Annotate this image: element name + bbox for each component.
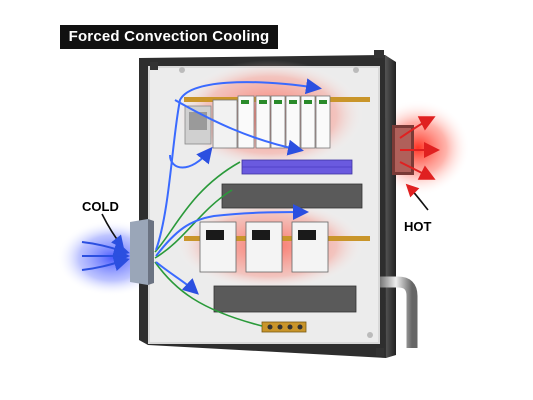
ground-bar xyxy=(261,321,307,333)
conduit xyxy=(380,276,418,348)
wire-duct-upper xyxy=(221,183,363,209)
hot-label: HOT xyxy=(404,219,432,234)
diagram-title: Forced Convection Cooling xyxy=(60,25,278,49)
plc-modules xyxy=(212,95,331,149)
fan-intake xyxy=(130,219,154,285)
motor-drives xyxy=(199,221,329,273)
internal-airflow-arrows xyxy=(155,78,322,295)
power-supply xyxy=(184,105,212,145)
control-wires xyxy=(154,161,263,327)
wire-duct-lower xyxy=(213,285,357,313)
cold-label: COLD xyxy=(82,199,119,214)
hot-air-arrows xyxy=(399,116,440,211)
cold-air-arrows xyxy=(81,213,130,271)
terminal-block xyxy=(241,159,353,175)
